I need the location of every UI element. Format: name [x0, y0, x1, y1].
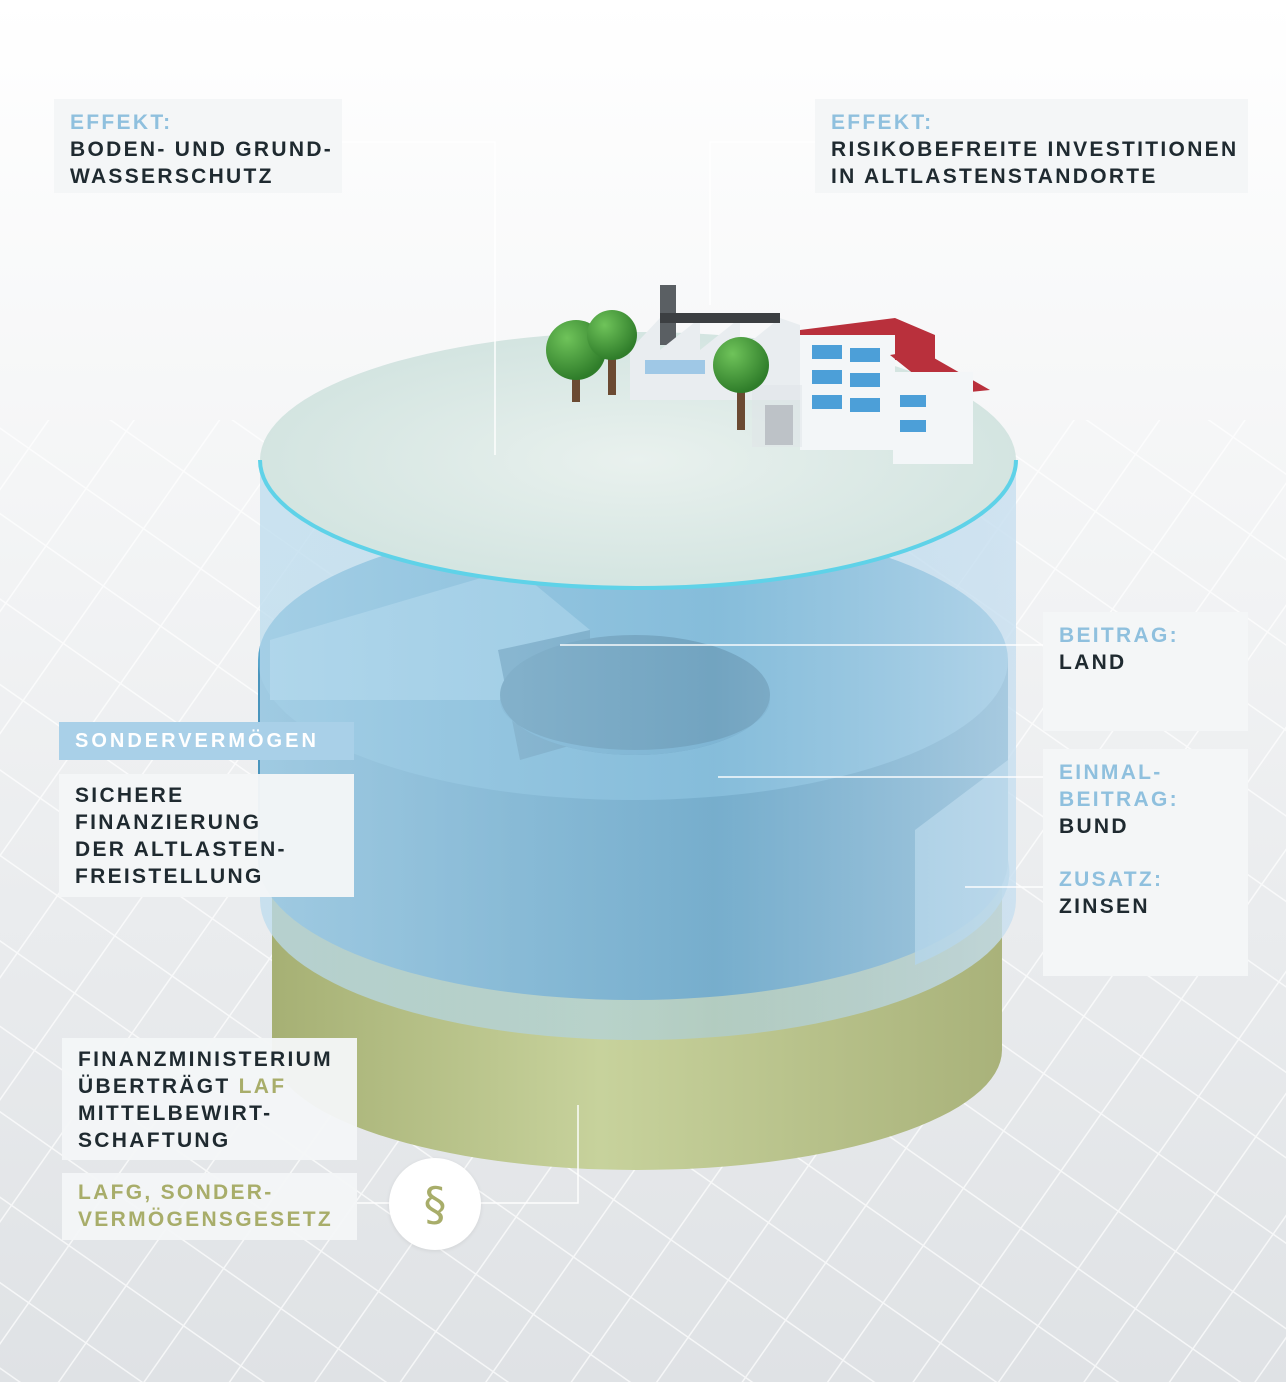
- zusatz-heading: ZUSATZ:: [1059, 868, 1164, 891]
- einmal-heading-2: BEITRAG:: [1059, 788, 1179, 811]
- sondervermoegen-tag: SONDERVERMÖGEN: [59, 722, 354, 760]
- effekt-right-line2: IN ALTLASTENSTANDORTE: [831, 165, 1158, 188]
- effekt-left-line2: WASSERSCHUTZ: [70, 165, 274, 188]
- sondervermoegen-line3: DER ALTLASTEN-: [75, 838, 287, 861]
- effekt-right-heading: EFFEKT:: [831, 111, 934, 134]
- beitrag-land-value: LAND: [1059, 651, 1127, 674]
- finanzministerium-line4: SCHAFTUNG: [78, 1129, 231, 1152]
- beitrag-land-box: BEITRAG: LAND: [1043, 612, 1248, 731]
- effekt-left-line1: BODEN- UND GRUND-: [70, 138, 334, 161]
- effekt-right-line1: RISIKOBEFREITE INVESTITIONEN: [831, 138, 1239, 161]
- finanzministerium-line2-text: ÜBERTRÄGT: [78, 1075, 239, 1098]
- finanzministerium-box: FINANZMINISTERIUM ÜBERTRÄGT LAF MITTELBE…: [62, 1038, 357, 1160]
- sondervermoegen-line2: FINANZIERUNG: [75, 811, 262, 834]
- zusatz-value: ZINSEN: [1059, 895, 1150, 918]
- gesetz-box: LAFG, SONDER- VERMÖGENSGESETZ: [62, 1173, 357, 1240]
- sondervermoegen-line1: SICHERE: [75, 784, 185, 807]
- tree-icon: [546, 310, 769, 430]
- gesetz-line1: LAFG, SONDER-: [78, 1181, 274, 1204]
- paragraph-icon: §: [389, 1158, 481, 1250]
- effekt-left-heading: EFFEKT:: [70, 111, 173, 134]
- einmal-heading-1: EINMAL-: [1059, 761, 1163, 784]
- beitrag-land-heading: BEITRAG:: [1059, 624, 1179, 647]
- einmal-value: BUND: [1059, 815, 1129, 838]
- effekt-right-box: EFFEKT: RISIKOBEFREITE INVESTITIONEN IN …: [815, 99, 1248, 193]
- finanzministerium-line1: FINANZMINISTERIUM: [78, 1048, 333, 1071]
- sondervermoegen-line4: FREISTELLUNG: [75, 865, 264, 888]
- sondervermoegen-box: SICHERE FINANZIERUNG DER ALTLASTEN- FREI…: [59, 774, 354, 897]
- einmal-zusatz-box: EINMAL- BEITRAG: BUND ZUSATZ: ZINSEN: [1043, 749, 1248, 976]
- effekt-left-box: EFFEKT: BODEN- UND GRUND- WASSERSCHUTZ: [54, 99, 342, 193]
- finanzministerium-line2: ÜBERTRÄGT LAF: [78, 1073, 357, 1100]
- laf-highlight: LAF: [238, 1075, 287, 1098]
- connector-lines: [342, 141, 1043, 1204]
- finanzministerium-line3: MITTELBEWIRT-: [78, 1102, 273, 1125]
- gesetz-line2: VERMÖGENSGESETZ: [78, 1208, 334, 1231]
